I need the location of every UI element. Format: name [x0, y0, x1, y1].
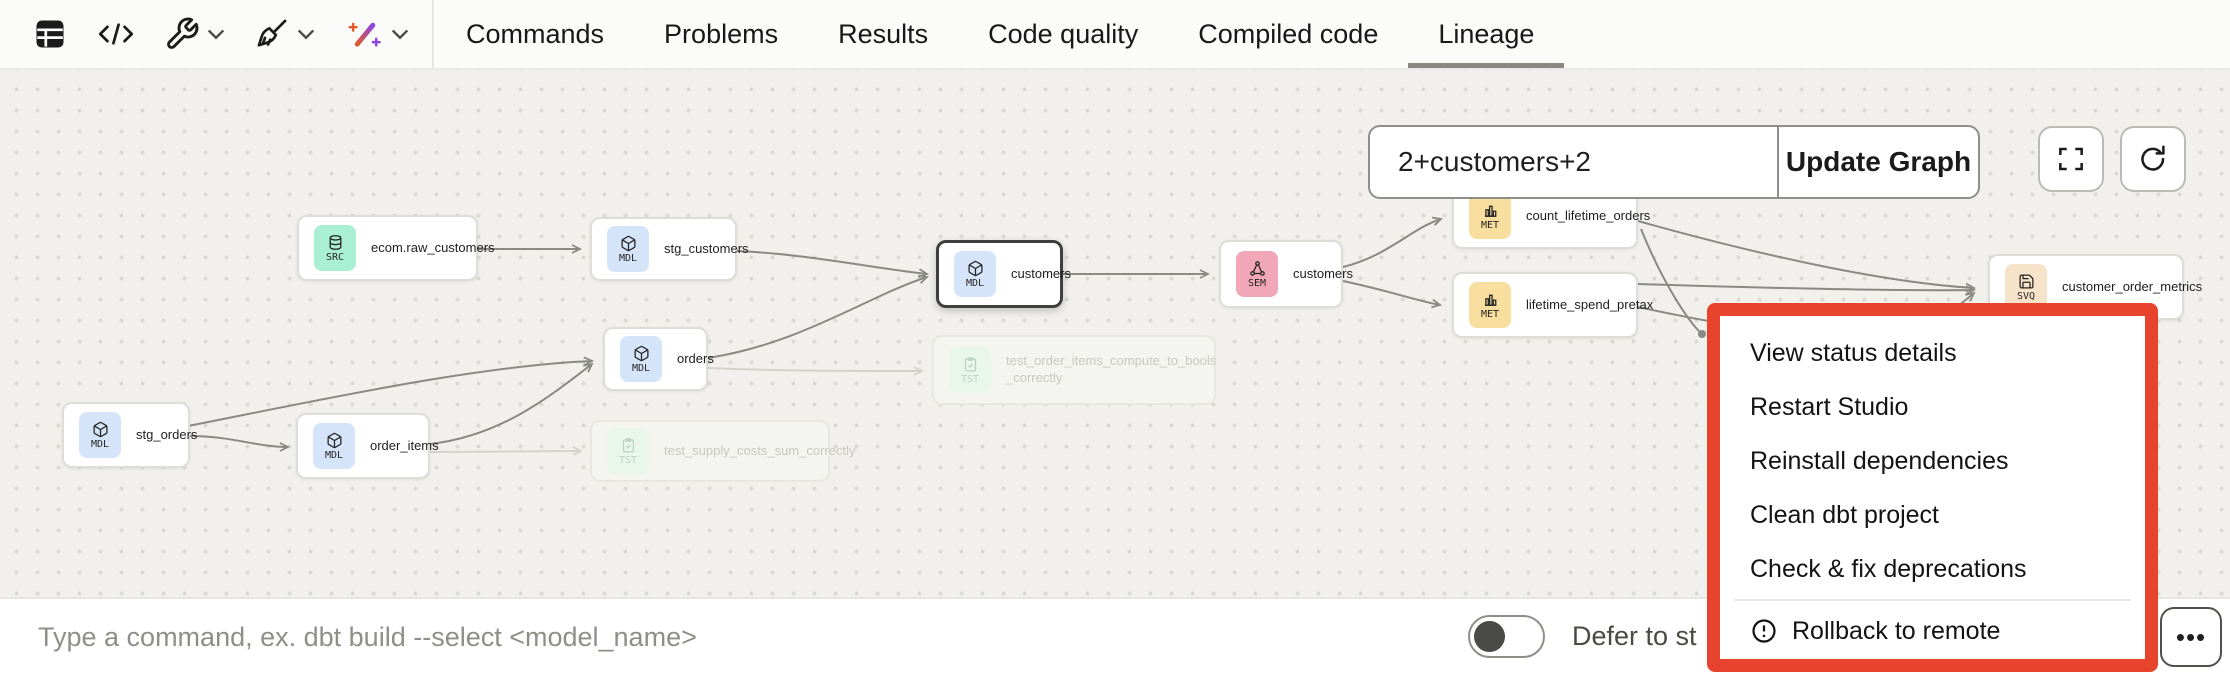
selector-input[interactable] — [1370, 127, 1779, 197]
tab-code-quality[interactable]: Code quality — [988, 18, 1139, 49]
more-options-button[interactable]: ••• — [2160, 607, 2222, 667]
defer-toggle[interactable] — [1468, 615, 1545, 658]
database-icon — [329, 234, 341, 250]
panel-tabs: Commands Problems Results Code quality C… — [436, 0, 1565, 68]
node-label: customer_order_metrics — [2062, 278, 2203, 294]
magic-wand-icon — [348, 22, 381, 47]
model-badge: MDL — [79, 412, 121, 458]
tab-lineage[interactable]: Lineage — [1408, 0, 1565, 68]
command-input[interactable] — [36, 613, 1420, 661]
node-label: orders — [677, 350, 714, 366]
table-view-button[interactable] — [28, 12, 72, 56]
node-label: ecom.raw_customers — [371, 239, 495, 255]
source-badge: SRC — [314, 225, 356, 271]
clipboard-check-icon — [622, 437, 634, 453]
toolbar-icon-group — [0, 11, 414, 57]
menu-item-restart-studio[interactable]: Restart Studio — [1750, 392, 1909, 421]
lineage-node-test-order-items[interactable]: TST test_order_items_compute_to_bools _c… — [932, 335, 1216, 405]
lineage-node-lifetime-spend-pretax[interactable]: MET lifetime_spend_pretax — [1452, 272, 1653, 338]
metric-badge: MET — [1469, 282, 1511, 328]
menu-item-check-fix-deprecations[interactable]: Check & fix deprecations — [1750, 554, 2027, 583]
model-badge: MDL — [954, 251, 996, 297]
menu-item-rollback-to-remote[interactable]: Rollback to remote — [1720, 604, 2145, 658]
ai-assist-button[interactable] — [340, 11, 414, 57]
toolbar-divider — [432, 0, 434, 69]
status-context-menu: View status details Restart Studio Reins… — [1707, 303, 2158, 672]
bar-chart-icon — [1483, 205, 1497, 217]
fullscreen-icon — [2059, 147, 2083, 171]
node-label: lifetime_spend_pretax — [1526, 296, 1654, 312]
update-graph-button[interactable]: Update Graph — [1779, 127, 1978, 197]
lineage-node-ecom-raw-customers[interactable]: SRC ecom.raw_customers — [297, 215, 495, 281]
top-toolbar: Commands Problems Results Code quality C… — [0, 0, 2230, 70]
tab-compiled-code[interactable]: Compiled code — [1198, 18, 1379, 49]
lineage-node-orders[interactable]: MDL orders — [603, 327, 714, 391]
clean-tools-button[interactable] — [250, 12, 320, 56]
cube-icon — [326, 432, 342, 448]
node-label: count_lifetime_orders — [1526, 207, 1651, 223]
network-icon — [1249, 260, 1265, 276]
code-view-button[interactable] — [92, 14, 140, 54]
lineage-node-stg-orders[interactable]: MDL stg_orders — [62, 402, 197, 468]
menu-item-view-status-details[interactable]: View status details — [1750, 338, 1957, 367]
node-label: test_supply_costs_sum_correctly — [664, 442, 856, 458]
cube-icon — [633, 345, 649, 361]
chevron-down-icon — [297, 29, 315, 39]
tab-commands[interactable]: Commands — [466, 18, 605, 49]
clipboard-check-icon — [964, 356, 976, 372]
test-badge: TST — [949, 347, 991, 393]
model-badge: MDL — [620, 336, 662, 382]
metric-badge: MET — [1469, 193, 1511, 239]
broom-icon — [257, 19, 287, 47]
table-icon — [36, 20, 64, 48]
defer-label: Defer to st — [1572, 621, 1697, 651]
node-label: order_items — [370, 437, 439, 453]
lineage-node-test-supply-costs[interactable]: TST test_supply_costs_sum_correctly — [590, 420, 855, 482]
node-label: customers — [1293, 265, 1353, 281]
menu-divider — [1734, 599, 2131, 601]
model-badge: MDL — [313, 423, 355, 469]
wrench-icon — [167, 17, 199, 49]
node-label: stg_orders — [136, 426, 198, 442]
node-label: stg_customers — [664, 240, 749, 256]
alert-circle-icon — [1752, 619, 1776, 643]
build-tools-button[interactable] — [160, 12, 230, 56]
semantic-model-badge: SEM — [1236, 251, 1278, 297]
lineage-node-customers-semantic[interactable]: SEM customers — [1219, 240, 1353, 308]
lineage-node-order-items[interactable]: MDL order_items — [296, 413, 439, 479]
tab-results[interactable]: Results — [838, 18, 929, 49]
lineage-selector: Update Graph — [1368, 125, 1980, 199]
refresh-button[interactable] — [2120, 126, 2186, 192]
test-badge: TST — [607, 428, 649, 474]
model-badge: MDL — [607, 226, 649, 272]
lineage-node-customers-model[interactable]: MDL customers — [936, 240, 1071, 308]
tab-problems[interactable]: Problems — [664, 18, 779, 49]
fullscreen-button[interactable] — [2038, 126, 2104, 192]
toggle-knob — [1474, 621, 1505, 652]
cube-icon — [967, 260, 983, 276]
cube-icon — [620, 235, 636, 251]
menu-item-clean-dbt-project[interactable]: Clean dbt project — [1750, 500, 1940, 529]
chevron-down-icon — [207, 29, 225, 39]
code-icon — [98, 23, 134, 45]
chevron-down-icon — [391, 29, 409, 39]
cube-icon — [92, 421, 108, 437]
lineage-node-stg-customers[interactable]: MDL stg_customers — [590, 217, 749, 281]
saved-query-badge: SVQ — [2005, 264, 2047, 310]
menu-item-reinstall-dependencies[interactable]: Reinstall dependencies — [1750, 446, 2009, 475]
save-icon — [2018, 273, 2034, 289]
refresh-icon — [2141, 145, 2165, 171]
node-label: customers — [1011, 265, 1071, 281]
bar-chart-icon — [1483, 294, 1497, 306]
node-label: test_order_items_compute_to_bools _corre… — [1006, 353, 1217, 385]
